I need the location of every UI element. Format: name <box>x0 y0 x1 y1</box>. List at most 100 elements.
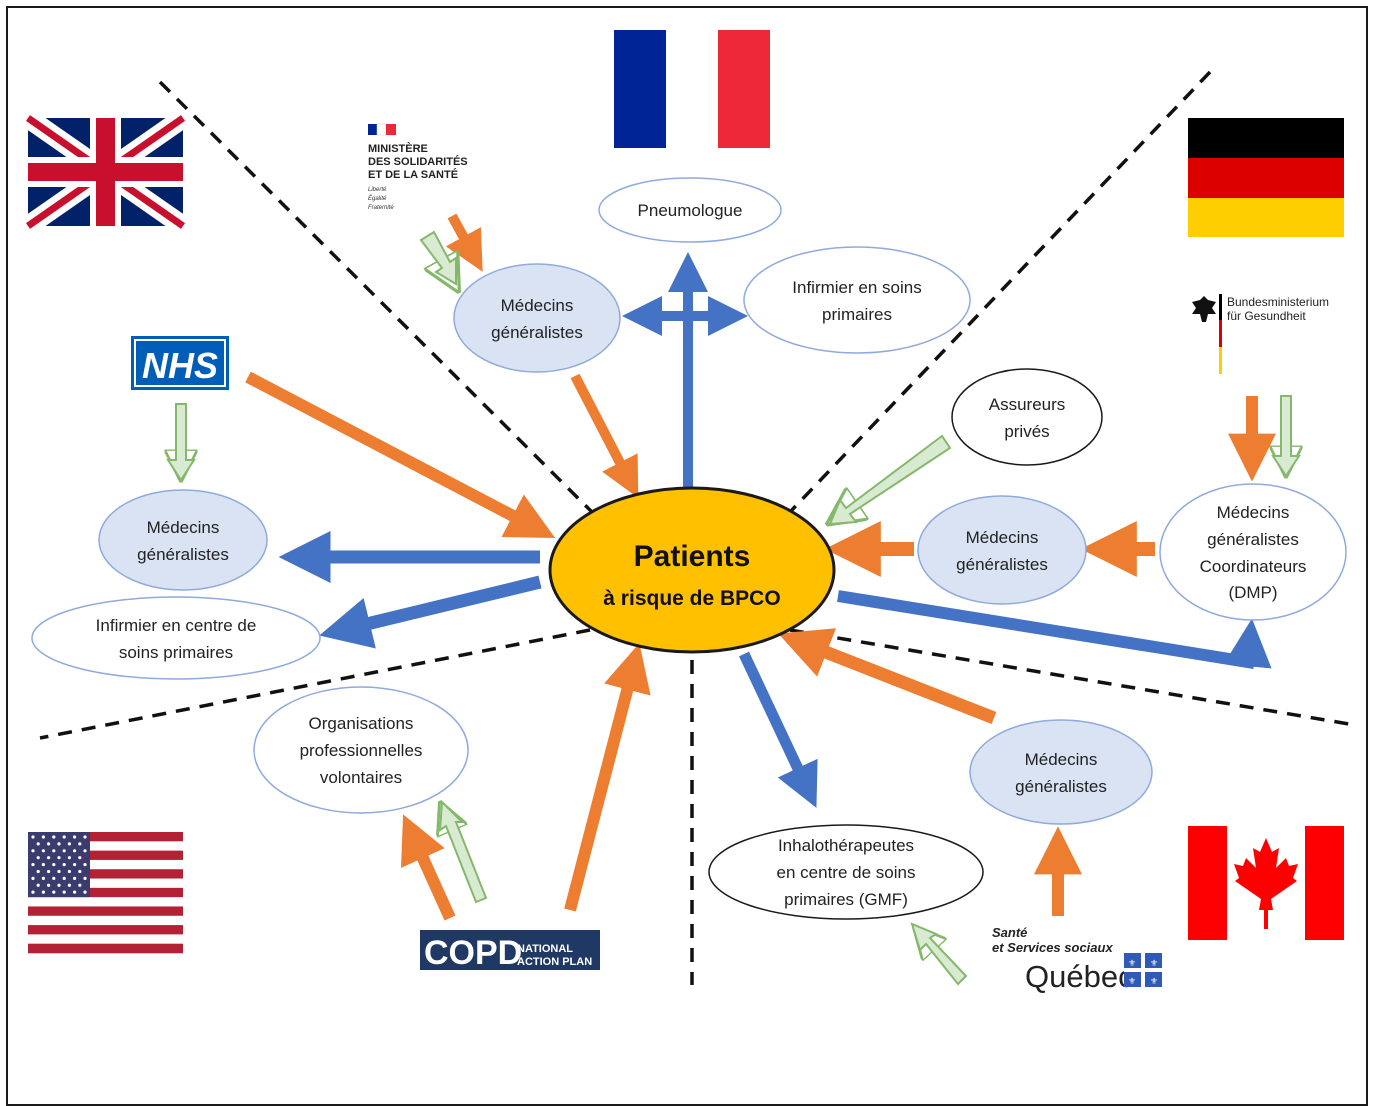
nodes: Patients à risque de BPCO Pneumologue Mé… <box>31 177 1347 920</box>
usa-flag-star-icon <box>31 849 35 853</box>
quebec-line-1: Santé <box>992 925 1027 940</box>
inhalo-line-1: Inhalothérapeutes <box>778 836 914 855</box>
usa-flag-star-icon <box>57 842 61 846</box>
usa-flag-star-icon <box>73 890 77 894</box>
inhalo-line-2: en centre de soins <box>777 863 916 882</box>
usa-flag-star-icon <box>67 869 71 874</box>
medecins-germany-line-1: Médecins <box>966 528 1039 547</box>
usa-flag-stripe <box>28 832 183 842</box>
medecins-canada-line-1: Médecins <box>1025 750 1098 769</box>
coordinateurs-line-2: généralistes <box>1207 530 1299 549</box>
green-outline-quebec <box>910 922 968 986</box>
germany-flag <box>1188 118 1344 237</box>
usa-flag-star-icon <box>47 883 51 887</box>
medecins-france-line-2: généralistes <box>491 323 583 342</box>
inhalo-line-3: primaires (GMF) <box>784 890 908 909</box>
usa-flag-star-icon <box>31 862 35 867</box>
nhs-logo: NHS <box>131 336 229 390</box>
ministry-line-1: MINISTÈRE <box>368 142 428 155</box>
region-dividers <box>39 70 1356 985</box>
usa-flag-star-icon <box>52 849 56 853</box>
divider-france-germany <box>788 70 1212 514</box>
usa-flag-star-icon <box>73 835 77 839</box>
arrow-medecins-fr-to-patients <box>570 373 639 498</box>
usa-flag-star-icon <box>36 856 40 860</box>
medecins-uk-line-1: Médecins <box>147 518 220 537</box>
usa-flag-star-icon <box>73 876 77 880</box>
motto-line-1: Liberté <box>368 187 387 193</box>
usa-flag-star-icon <box>83 835 87 839</box>
usa-flag-star-icon <box>36 883 40 887</box>
usa-flag-stripe <box>28 943 183 954</box>
svg-text:⚜: ⚜ <box>1128 958 1136 968</box>
usa-flag-star-icon <box>78 869 82 874</box>
ministry-line-3: ET DE LA SANTÉ <box>368 168 458 181</box>
usa-flag-star-icon <box>57 869 61 874</box>
quebec-logo: Santé et Services sociaux Québec ⚜ ⚜ ⚜ ⚜ <box>992 925 1162 994</box>
usa-flag-star-icon <box>62 835 66 839</box>
divider-usa-uk <box>39 628 591 740</box>
organisations-line-2: professionnelles <box>300 741 423 760</box>
usa-flag-star-icon <box>67 842 71 846</box>
medecins-uk-line-2: généralistes <box>137 545 229 564</box>
usa-flag-star-icon <box>47 869 51 874</box>
infirmier-uk-line-2: soins primaires <box>119 643 233 662</box>
usa-flag-star-icon <box>62 890 66 894</box>
usa-flag-star-icon <box>36 869 40 874</box>
organisations-line-3: volontaires <box>320 768 402 787</box>
medecins-uk-node: Médecins généralistes <box>98 489 268 591</box>
copd-logo: COPD NATIONAL ACTION PLAN <box>420 930 600 972</box>
infirmier-france-line-1: Infirmier en soins <box>792 278 921 297</box>
usa-flag-stripe <box>28 934 183 944</box>
usa-flag-star-icon <box>83 890 87 894</box>
usa-flag-star-icon <box>31 890 35 894</box>
green-outline-nhs <box>166 403 196 482</box>
usa-flag-stripe <box>28 915 183 926</box>
arrow-copd-to-patients <box>564 643 651 912</box>
maple-leaf-icon <box>1234 838 1298 929</box>
medecins-canada-node: Médecins généralistes <box>969 719 1153 825</box>
arrow-copd-to-organisations-orange <box>401 814 456 921</box>
organisations-node: Organisations professionnelles volontair… <box>253 686 469 814</box>
usa-flag-star-icon <box>62 849 66 853</box>
coordinateurs-line-1: Médecins <box>1217 503 1290 522</box>
usa-flag-star-icon <box>57 856 61 860</box>
ministry-line-2: DES SOLIDARITÉS <box>368 155 468 168</box>
usa-flag-star-icon <box>41 890 46 894</box>
infirmier-uk-node: Infirmier en centre de soins primaires <box>31 596 321 680</box>
center-subtitle: à risque de BPCO <box>603 587 780 610</box>
fleur-de-lis-flag-icon: ⚜ ⚜ ⚜ ⚜ <box>1124 953 1162 987</box>
canada-flag <box>1188 826 1344 940</box>
organisations-line-1: Organisations <box>309 714 414 733</box>
usa-flag-star-icon <box>47 842 51 846</box>
center-node: Patients à risque de BPCO <box>548 486 836 654</box>
inhalo-node: Inhalothérapeutes en centre de soins pri… <box>708 824 984 920</box>
usa-flag-stripe <box>28 897 183 907</box>
copd-logo-sub-1: NATIONAL <box>517 943 573 955</box>
quebec-name: Québec <box>1025 959 1134 994</box>
german-ministry-logo: Bundesministerium für Gesundheit <box>1192 294 1329 374</box>
arrow-medecins-ca-to-patients <box>778 628 997 725</box>
usa-flag-star-icon <box>31 876 35 880</box>
usa-flag-star-icon <box>78 856 82 860</box>
infirmier-uk-line-1: Infirmier en centre de <box>96 616 257 635</box>
usa-flag-star-icon <box>67 856 71 860</box>
infirmier-france-line-2: primaires <box>822 305 892 324</box>
medecins-germany-line-2: généralistes <box>956 555 1048 574</box>
usa-flag-star-icon <box>73 849 77 853</box>
usa-flag-stripe <box>28 869 183 879</box>
usa-flag-star-icon <box>31 835 35 839</box>
copd-logo-sub-2: ACTION PLAN <box>517 956 592 968</box>
pneumologue-label: Pneumologue <box>638 201 743 220</box>
usa-flag-stripe <box>28 887 183 898</box>
usa-flag-star-icon <box>78 842 82 846</box>
uk-flag <box>22 109 189 235</box>
green-arrow-outlines <box>166 230 1301 986</box>
green-outline-ministry <box>419 230 457 286</box>
usa-flag-stripe <box>28 878 183 889</box>
usa-flag-star-icon <box>83 849 87 853</box>
usa-flag <box>28 832 183 954</box>
usa-flag-star-icon <box>67 883 71 887</box>
assureurs-node: Assureurs privés <box>951 368 1103 466</box>
